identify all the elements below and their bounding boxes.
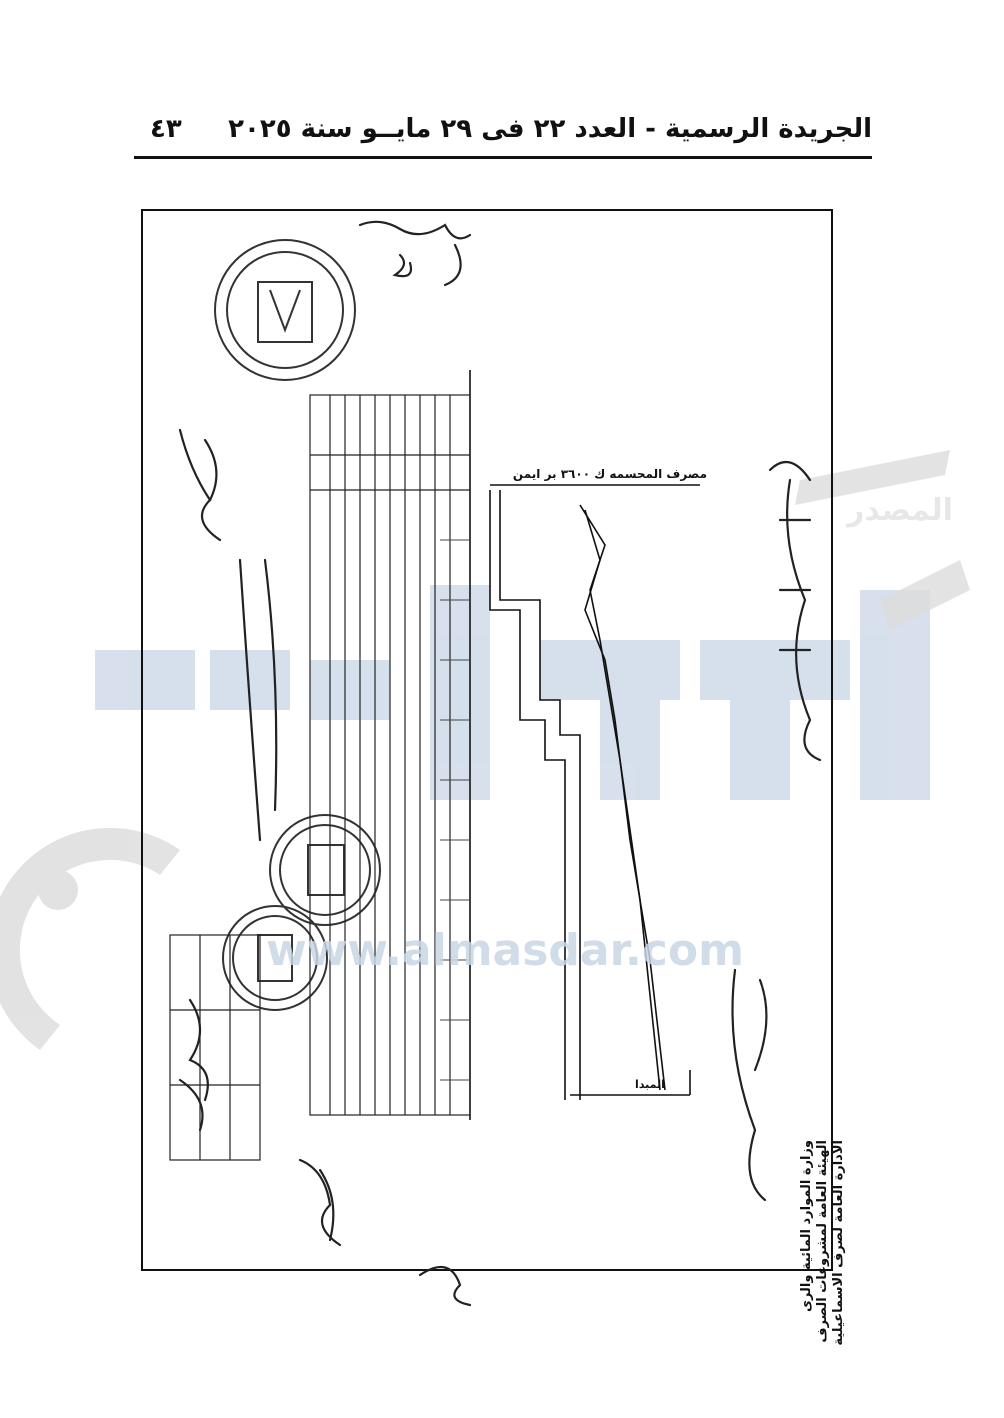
handwritten-signatures — [178, 220, 822, 1307]
watermark-logo-grey — [0, 450, 970, 1050]
seal-stamp-top — [214, 239, 356, 381]
data-table-ticks — [440, 539, 470, 1081]
page-number: ٤٣ — [150, 114, 182, 144]
authority-line-3: الادارة العامة لصرف الاسماعيلية — [831, 1140, 846, 1346]
drawing-frame — [141, 209, 833, 1271]
data-table-grid — [309, 394, 471, 1116]
seal-stamp-middle — [269, 814, 381, 926]
authority-line-2: الهيئة العامة لمشروعات الصرف — [815, 1140, 830, 1343]
start-label: المبدا — [635, 1078, 665, 1091]
canal-label: مصرف المحسمه ك ٣٦٠٠ بر ايمن — [513, 467, 707, 481]
watermark-logo — [95, 585, 930, 800]
page-header: الجريدة الرسمية - العدد ٢٢ فى ٢٩ مايــو … — [134, 108, 872, 152]
title-block — [169, 934, 261, 1161]
watermark-url: www.almasdar.com — [266, 925, 744, 976]
authority-block: وزارة الموارد المائية والرى الهيئة العام… — [799, 1140, 846, 1346]
watermark-logo-text: المصدر — [845, 493, 953, 528]
header-rule — [134, 156, 872, 159]
seal-stamp-lower — [222, 905, 328, 1011]
authority-line-1: وزارة الموارد المائية والرى — [799, 1140, 814, 1312]
canal-profile — [469, 370, 700, 1120]
gazette-title: الجريدة الرسمية - العدد ٢٢ فى ٢٩ مايــو … — [228, 114, 872, 144]
